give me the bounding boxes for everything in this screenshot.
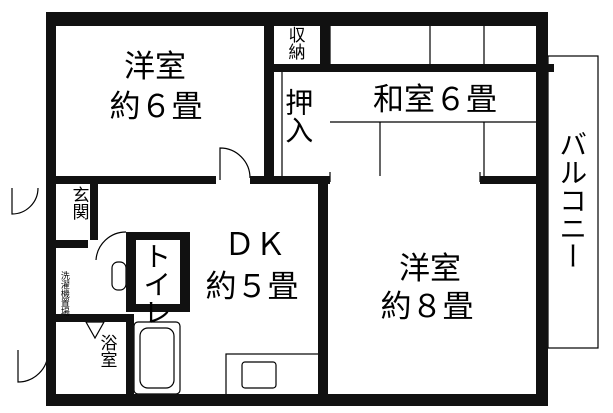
western-6-size: 約６畳 xyxy=(109,89,203,125)
wall-upper-divider xyxy=(264,24,274,184)
laundry-label: 洗濯機置場 xyxy=(58,270,69,316)
closet-label: 押入 xyxy=(281,88,315,144)
balcony-label: バルコニー xyxy=(555,130,589,270)
wall-bath-top xyxy=(56,314,130,322)
kitchen-counter xyxy=(225,353,321,397)
western-6-door-swing xyxy=(219,147,251,180)
wall-left-upper xyxy=(46,12,56,182)
wall-toilet-top xyxy=(126,232,190,240)
wall-laundry xyxy=(56,240,88,248)
bath-door-swing xyxy=(17,350,49,383)
wall-top xyxy=(46,12,546,26)
dk-size: 約５畳 xyxy=(205,269,299,305)
wall-middle xyxy=(46,176,216,184)
storage-label: 収納 xyxy=(284,26,305,60)
wall-storage-right xyxy=(320,24,330,66)
wall-bath-right xyxy=(126,314,134,396)
wall-left-lower xyxy=(46,182,56,394)
wall-toilet-bottom xyxy=(126,304,190,312)
wall-middle-3 xyxy=(480,176,540,184)
wall-toilet-right xyxy=(180,232,190,312)
wall-entry-inner xyxy=(90,180,98,240)
western-6-name: 洋室 xyxy=(124,49,186,85)
wall-toilet-left xyxy=(126,232,136,312)
western-8-size: 約８畳 xyxy=(380,289,474,325)
wall-dk-right xyxy=(318,176,328,396)
dk-name: ＤＫ xyxy=(224,227,286,263)
entrance-label: 玄関 xyxy=(68,186,89,220)
wall-storage-bottom xyxy=(264,64,554,72)
wall-middle-2 xyxy=(250,176,330,184)
western-8-name: 洋室 xyxy=(399,251,461,287)
toilet-door-swing xyxy=(95,231,127,261)
toilet-label: トイレ xyxy=(139,242,173,326)
bath-label: 浴室 xyxy=(96,334,117,368)
japanese-6-label: 和室６畳 xyxy=(373,82,497,118)
wall-right xyxy=(536,12,548,406)
toilet-bowl xyxy=(111,261,127,291)
entrance-door-swing xyxy=(11,187,39,215)
wall-bottom xyxy=(46,394,548,406)
